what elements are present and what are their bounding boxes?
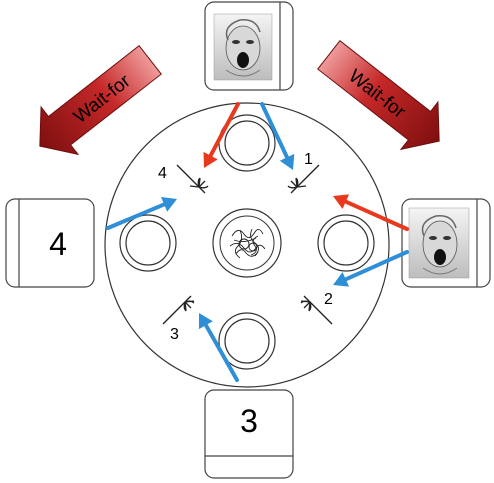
plate-left [119, 214, 177, 272]
request-arrow-right-to-fork-1 [333, 194, 409, 231]
seat-top [204, 1, 294, 91]
plate-bottom [218, 312, 276, 370]
fork-label-3: 3 [170, 326, 179, 343]
plate-top [218, 114, 276, 172]
fork-label-4: 4 [158, 165, 167, 182]
resource-arrows [106, 102, 409, 382]
fork-2 [300, 295, 333, 325]
screaming-face-icon [225, 19, 261, 77]
hold-arrow-left-to-fork-4 [106, 197, 177, 230]
seat-left: 4 [5, 198, 95, 288]
screaming-face-icon [421, 215, 458, 275]
spaghetti-bowl [212, 208, 282, 278]
hold-arrow-bottom-to-fork-3 [198, 313, 239, 382]
fork-4 [176, 164, 209, 194]
seat-bottom: 3 [204, 389, 294, 479]
seat-label-bottom: 3 [240, 403, 258, 439]
hold-arrow-right-to-fork-2 [333, 250, 409, 287]
spaghetti-icon [229, 228, 266, 259]
fork-1 [287, 164, 320, 194]
seat-right [401, 198, 491, 288]
fork-3 [162, 295, 195, 325]
plate-right [317, 214, 375, 272]
fork-label-2: 2 [324, 291, 333, 308]
hold-arrow-top-to-fork-1 [260, 102, 295, 170]
fork-label-1: 1 [304, 151, 313, 168]
request-arrow-top-to-fork-4 [203, 102, 240, 168]
seat-label-left: 4 [49, 226, 67, 262]
